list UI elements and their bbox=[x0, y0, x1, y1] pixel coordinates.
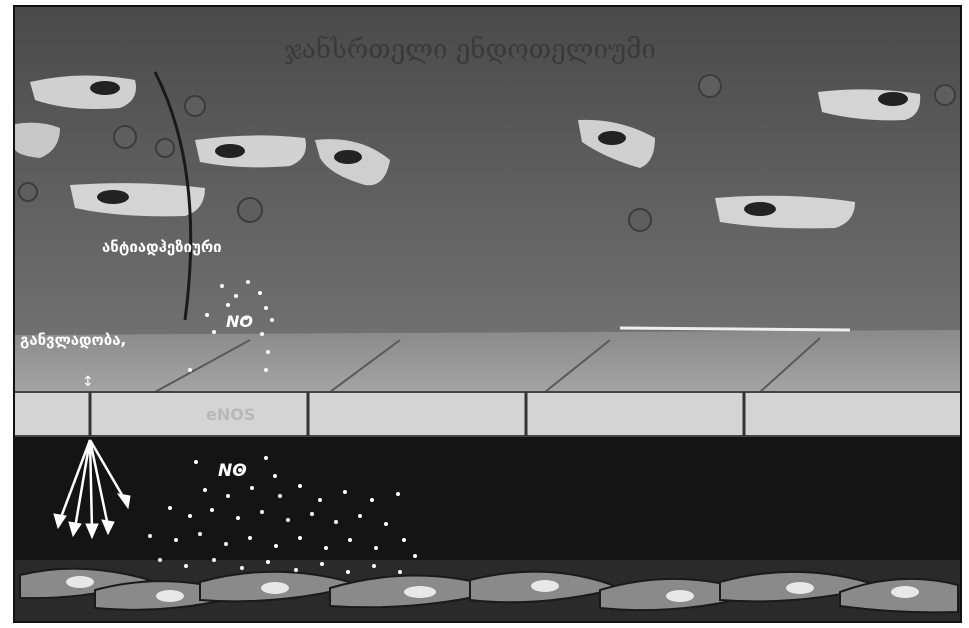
anti-adhesive-label: ანტიადჰეზიური bbox=[102, 238, 222, 256]
subendothelial-layer bbox=[15, 437, 960, 577]
endothelial-cell-layer bbox=[15, 392, 960, 436]
enos-label: eNOS bbox=[206, 405, 255, 424]
diagram-title: ჯანსრთელი ენდოთელიუმი bbox=[284, 35, 656, 65]
permeability-label: განვლადობა, bbox=[20, 331, 126, 349]
no-label-upper: NO bbox=[226, 312, 253, 331]
white-blood-cell bbox=[715, 196, 855, 229]
white-blood-cell bbox=[195, 135, 306, 167]
no-label-lower: NO bbox=[218, 461, 247, 481]
surface-highlight bbox=[620, 328, 850, 330]
arrow-marker-icon: ↕ bbox=[82, 374, 94, 390]
